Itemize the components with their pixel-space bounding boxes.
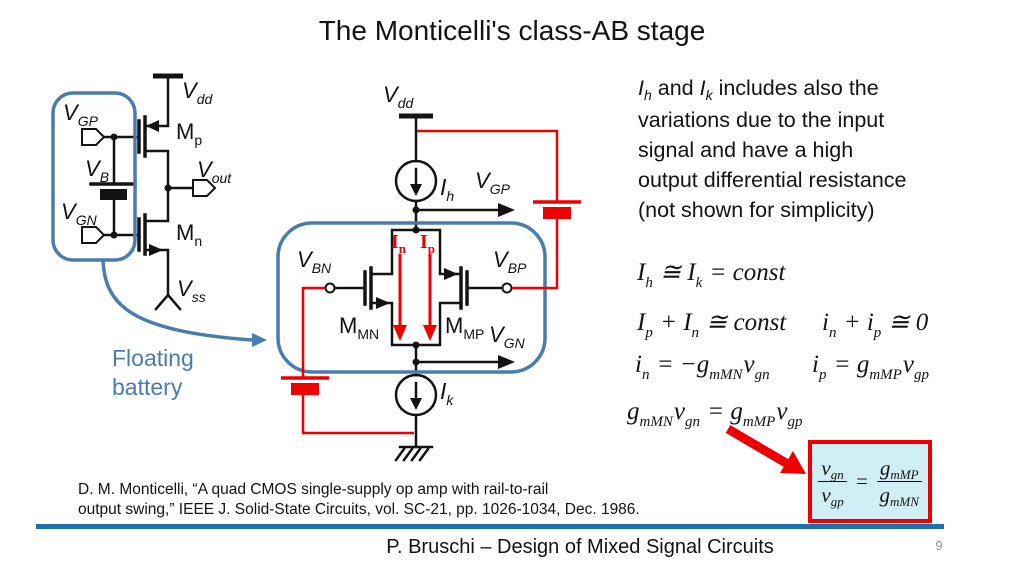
citation: D. M. Monticelli, “A quad CMOS single-su… (78, 481, 640, 518)
label-vout: Vout (197, 157, 232, 186)
red-bias-network (281, 129, 581, 435)
eq-sum-small: in + ip ≅ 0 (822, 309, 929, 341)
vgp-arrow (414, 203, 515, 217)
vout-pin-icon (192, 179, 217, 197)
vbn-terminal-icon (324, 282, 336, 294)
nmos-mn (137, 213, 163, 256)
ground-icon (394, 445, 434, 462)
label-ih: Ih (440, 174, 455, 204)
label-vbn: VBN (297, 247, 332, 276)
label-vss: Vss (177, 276, 206, 305)
battery-right-icon (533, 200, 581, 219)
label-mn: Mn (176, 220, 203, 249)
fraction-vgn-vgp: vgn vgp (818, 456, 847, 509)
pmos-arrow-icon (146, 120, 159, 132)
vgp-pin-icon (81, 128, 106, 146)
label-vgn-mid: VGN (489, 322, 525, 351)
ip-current-arrow (423, 254, 437, 341)
pmos-mp (137, 115, 159, 158)
eq-const-currents: Ih ≅ Ik = const (637, 259, 786, 291)
nmos-mmn (324, 266, 390, 310)
current-source-ik (394, 373, 438, 417)
pmos-arrow-icon (444, 268, 458, 280)
label-vgn-left: VGN (61, 199, 97, 228)
result-equation-box: vgn vgp = gmMP gmMN (808, 440, 932, 523)
slide-title: The Monticelli's class-AB stage (318, 15, 706, 46)
label-mmp: MMP (445, 313, 485, 342)
floating-battery-arrow (101, 259, 267, 347)
footer-text: P. Bruschi – Design of Mixed Signal Circ… (386, 536, 774, 558)
description-line: signal and have a high (638, 138, 854, 162)
vgn-arrow (414, 355, 515, 369)
result-arrow (725, 425, 806, 474)
description-text: Ih and Ik includes also the variations du… (638, 73, 983, 225)
label-ip: Ip (420, 231, 436, 256)
vgn-pin-icon (81, 226, 106, 244)
pmos-mmp (444, 266, 513, 310)
label-vb-left: VB (85, 156, 110, 185)
label-vgp-left: VGP (63, 100, 98, 129)
eq-ip: ip = gmMPvgp (812, 351, 929, 383)
current-source-ih (394, 159, 438, 203)
label-in: In (391, 231, 407, 256)
label-vdd-left: Vdd (182, 78, 213, 107)
description-line: output differential resistance (638, 168, 907, 192)
eq-sum-large: Ip + In ≅ const (637, 309, 787, 341)
equals-sign: = (854, 469, 869, 493)
floating-battery-outline-left (51, 91, 137, 262)
bias-circuit (276, 113, 547, 462)
vss-icon (154, 293, 182, 311)
label-ik: Ik (440, 378, 454, 408)
label-vbp: VBP (493, 247, 527, 276)
output-stage-circuit (51, 73, 217, 311)
in-current-arrow (393, 254, 407, 341)
nmos-arrow-icon (149, 244, 163, 256)
page-number: 9 (935, 539, 943, 553)
description-line: variations due to the input (638, 108, 885, 132)
description-line: Ih and Ik includes also the (638, 76, 879, 103)
battery-vb-icon (89, 182, 137, 200)
label-mmn: MMN (339, 313, 380, 342)
label-vdd-mid: Vdd (383, 82, 414, 111)
eq-balance: gmMNvgn = gmMPvgp (627, 398, 803, 430)
monticelli-box-outline (276, 221, 547, 374)
battery-left-icon (281, 376, 329, 395)
eq-in: in = −gmMNvgn (635, 351, 770, 383)
label-mp: Mp (176, 119, 203, 148)
footer-divider (36, 524, 944, 529)
label-vgp-mid: VGP (475, 168, 510, 197)
nmos-arrow-icon (376, 297, 390, 309)
description-line: (not shown for simplicity) (638, 198, 875, 222)
floating-battery-label: Floating battery (112, 345, 194, 400)
vbp-terminal-icon (501, 282, 513, 294)
fraction-gmmp-gmmn: gmMP gmMN (876, 456, 922, 509)
